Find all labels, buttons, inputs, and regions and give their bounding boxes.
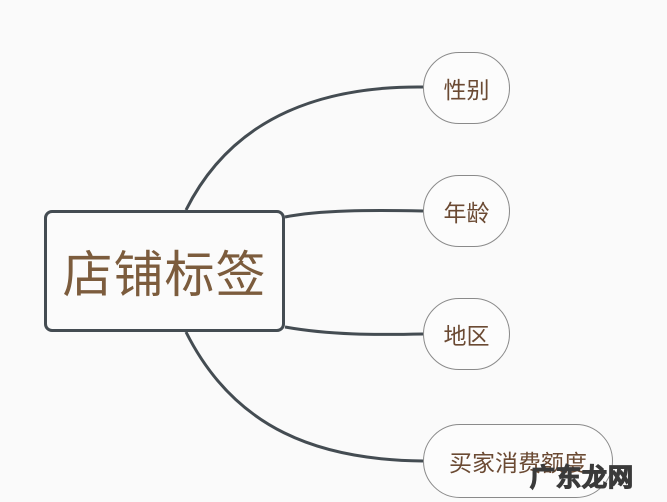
branch-node-label: 买家消费额度 [449,451,587,477]
watermark-logo: 广东龙网 [529,462,635,492]
connector-branch-3 [284,325,424,336]
branch-node-label: 地区 [443,324,490,350]
connector-branch-2 [284,209,424,219]
branch-node-gender[interactable]: 性别 [423,52,510,124]
branch-node-spending-amount[interactable]: 买家消费额度 [423,424,613,498]
root-node[interactable]: 店铺标签 [44,210,285,332]
branch-node-label: 年龄 [443,201,490,227]
branch-node-region[interactable]: 地区 [423,298,510,370]
branch-node-label: 性别 [443,78,490,104]
connector-branch-1 [184,85,424,211]
branch-node-age[interactable]: 年龄 [423,175,510,247]
root-node-label: 店铺标签 [62,246,267,304]
connector-branch-4 [184,331,424,463]
